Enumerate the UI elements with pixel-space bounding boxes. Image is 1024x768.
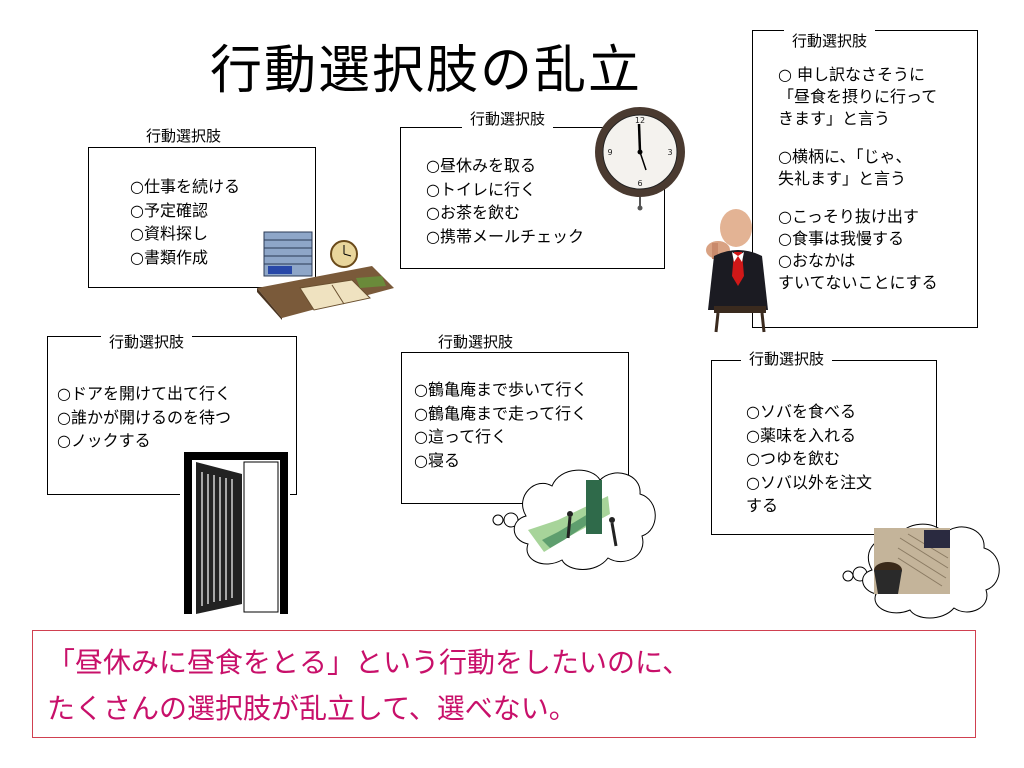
option-item: ○寝る xyxy=(414,450,460,470)
option-item: ○ソバ以外を注文 xyxy=(746,472,872,492)
option-item: 「昼食を摂りに行って xyxy=(778,87,938,106)
slide-title: 行動選択肢の乱立 xyxy=(210,41,643,101)
option-item: ○ノックする xyxy=(57,431,151,450)
svg-text:3: 3 xyxy=(667,148,672,157)
option-item: ○トイレに行く xyxy=(426,179,536,199)
summary-line-2: たくさんの選択肢が乱立して、選べない。 xyxy=(47,692,577,725)
option-item: きます」と言う xyxy=(778,109,891,128)
option-item: ○仕事を続ける xyxy=(130,177,240,196)
options-box-travel-items: ○鶴亀庵まで歩いて行く ○鶴亀庵まで走って行く ○這って行く ○寝る xyxy=(414,378,587,472)
options-box-break-items: ○昼休みを取る ○トイレに行く ○お茶を飲む ○携帯メールチェック xyxy=(426,154,584,248)
option-item: ○ 申し訳なさそうに xyxy=(778,65,926,84)
thought-cloud-soba xyxy=(842,523,1000,619)
options-box-work-items: ○仕事を続ける ○予定確認 ○資料探し ○書類作成 xyxy=(130,175,240,269)
options-box-soba xyxy=(711,360,937,535)
option-item: ○ドアを開けて出て行く xyxy=(57,384,231,403)
businessman-illustration xyxy=(706,209,768,333)
options-box-excuse xyxy=(752,30,978,328)
options-box-excuse-items: ○ 申し訳なさそうに 「昼食を摂りに行って きます」と言う ○横柄に、「じゃ、 … xyxy=(778,64,938,294)
option-item: すいてないことにする xyxy=(778,273,938,292)
svg-text:6: 6 xyxy=(637,179,642,188)
options-box-soba-items: ○ソバを食べる ○薬味を入れる ○つゆを飲む ○ソバ以外を注文 する xyxy=(746,400,872,518)
summary-banner: 「昼休みに昼食をとる」という行動をしたいのに、 たくさんの選択肢が乱立して、選べ… xyxy=(32,630,976,738)
option-item: ○横柄に、「じゃ、 xyxy=(778,147,912,166)
option-item: ○鶴亀庵まで走って行く xyxy=(414,403,588,423)
option-item: ○這って行く xyxy=(414,427,508,446)
line-spacer xyxy=(778,130,938,146)
options-box-door-label: 行動選択肢 xyxy=(101,331,193,352)
option-item: ○つゆを飲む xyxy=(746,449,840,468)
options-box-excuse-label: 行動選択肢 xyxy=(784,30,876,51)
option-item: ○食事は我慢する xyxy=(778,229,904,248)
wall-clock-illustration: 12 3 6 9 xyxy=(595,107,685,211)
option-item: ○誰かが開けるのを待つ xyxy=(57,407,231,427)
option-item: ○薬味を入れる xyxy=(746,425,856,445)
svg-text:9: 9 xyxy=(607,148,612,157)
line-spacer xyxy=(778,190,938,206)
open-door-illustration xyxy=(180,448,290,616)
option-item: ○こっそり抜け出す xyxy=(778,207,919,226)
option-item: 失礼ます」と言う xyxy=(778,169,907,188)
option-item: ○携帯メールチェック xyxy=(426,226,584,246)
desk-clutter-illustration xyxy=(257,231,394,320)
option-item: ○書類作成 xyxy=(130,247,208,267)
options-box-break-label: 行動選択肢 xyxy=(462,108,554,129)
summary-line-1: 「昼休みに昼食をとる」という行動をしたいのに、 xyxy=(47,646,691,679)
thought-cloud-walking xyxy=(492,469,656,570)
option-item: する xyxy=(746,496,779,515)
option-item: ○お茶を飲む xyxy=(426,203,520,222)
option-item: ○おなかは xyxy=(778,251,856,270)
options-box-soba-label: 行動選択肢 xyxy=(741,348,833,369)
svg-text:12: 12 xyxy=(635,116,645,125)
options-box-work-label: 行動選択肢 xyxy=(138,125,230,146)
option-item: ○鶴亀庵まで歩いて行く xyxy=(414,380,588,399)
option-item: ○予定確認 xyxy=(130,200,208,220)
options-box-travel-label: 行動選択肢 xyxy=(430,331,522,352)
option-item: ○ソバを食べる xyxy=(746,402,856,421)
option-item: ○資料探し xyxy=(130,224,208,243)
options-box-door-items: ○ドアを開けて出て行く ○誰かが開けるのを待つ ○ノックする xyxy=(57,382,231,453)
option-item: ○昼休みを取る xyxy=(426,156,536,175)
